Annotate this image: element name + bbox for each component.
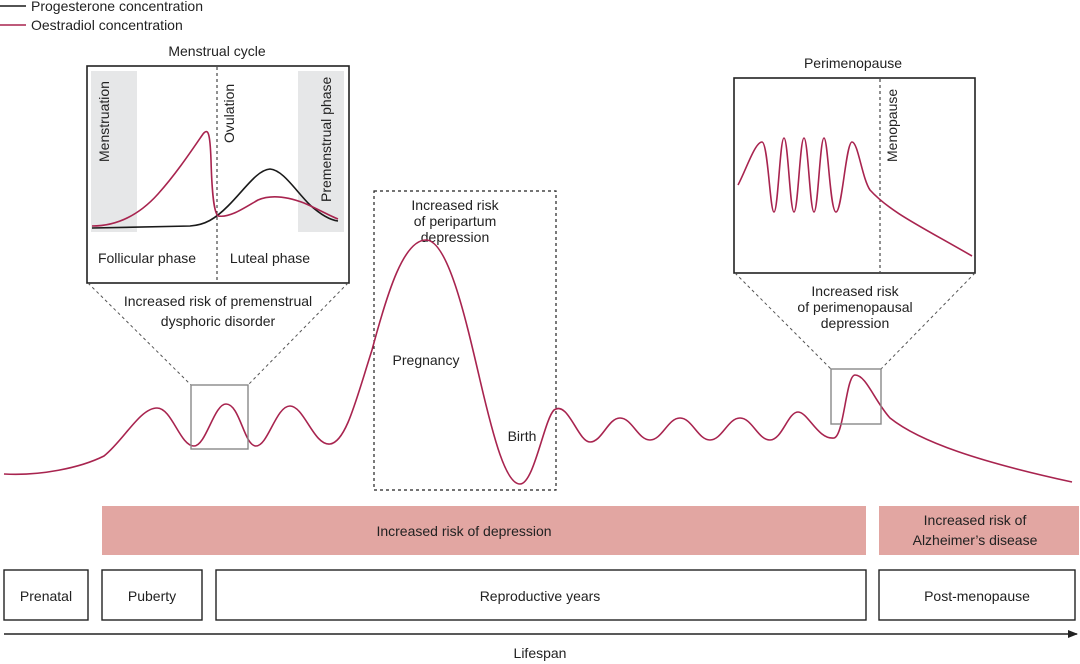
stage-puberty-label: Puberty (128, 588, 176, 604)
peripartum-risk-line2: of peripartum (414, 213, 496, 229)
menopause-label: Menopause (884, 89, 900, 162)
perimenopause-connector-right (880, 272, 976, 370)
depression-risk-band (102, 506, 866, 555)
stage-reproductive-box (215, 569, 867, 621)
cycle-connector-left (87, 282, 192, 386)
lifespan-axis-label: Lifespan (514, 645, 567, 661)
perimenopause-inset: Perimenopause Menopause (733, 55, 976, 274)
cycle-progesterone-curve (91, 168, 339, 229)
legend-oestradiol-label: Oestradiol concentration (31, 17, 183, 33)
premenstrual-phase-label: Premenstrual phase (318, 76, 334, 202)
menstruation-label: Menstruation (96, 81, 112, 162)
follicular-phase-label: Follicular phase (98, 250, 196, 266)
lifespan-oestradiol-curve (3, 239, 1073, 485)
perimenopause-oestradiol-curve (737, 137, 973, 257)
cycle-oestradiol-curve (91, 130, 339, 227)
alzheimers-risk-line1: Increased risk of (924, 512, 1027, 528)
stage-prenatal-label: Prenatal (20, 588, 72, 604)
menstruation-shade (91, 71, 137, 232)
stage-post-menopause-label: Post-menopause (924, 588, 1030, 604)
perimenopausal-risk-line3: depression (821, 315, 890, 331)
perimenopausal-risk-line2: of perimenopausal (797, 299, 912, 315)
birth-label: Birth (508, 428, 537, 444)
stage-reproductive-label: Reproductive years (480, 588, 601, 604)
perimenopause-title: Perimenopause (804, 55, 902, 71)
menstrual-cycle-frame (86, 65, 350, 284)
pmdd-risk-annotation: Increased risk of premenstrual dysphoric… (124, 293, 312, 329)
menstrual-cycle-title: Menstrual cycle (168, 43, 265, 59)
perimenopause-connector-left (734, 272, 832, 370)
menstrual-cycle-highlight (190, 384, 249, 450)
alzheimers-risk-band (879, 506, 1079, 555)
luteal-phase-label: Luteal phase (230, 250, 310, 266)
legend-progesterone-label: Progesterone concentration (31, 0, 203, 14)
depression-risk-label: Increased risk of depression (376, 523, 551, 539)
pmdd-risk-line2: dysphoric disorder (161, 313, 276, 329)
legend: Progesterone concentration Oestradiol co… (0, 0, 203, 33)
peripartum-risk-annotation: Increased risk of peripartum depression (411, 197, 499, 245)
stage-post-menopause-box (878, 569, 1076, 621)
pmdd-risk-line1: Increased risk of premenstrual (124, 293, 312, 309)
life-stages: Prenatal Puberty Reproductive years Post… (3, 569, 1076, 621)
perimenopause-highlight (830, 368, 882, 425)
pregnancy-label: Pregnancy (393, 352, 460, 368)
stage-prenatal-box (3, 569, 89, 621)
premenstrual-shade (298, 71, 344, 232)
perimenopause-frame (733, 77, 976, 274)
alzheimers-risk-line2: Alzheimer’s disease (913, 532, 1038, 548)
menstrual-cycle-inset: Menstrual cycle Menstruation Ovulation P… (86, 43, 350, 284)
peripartum-risk-line3: depression (421, 229, 490, 245)
perimenopausal-risk-line1: Increased risk (811, 283, 899, 299)
peripartum-risk-line1: Increased risk (411, 197, 499, 213)
stage-puberty-box (101, 569, 203, 621)
ovulation-label: Ovulation (221, 84, 237, 143)
perimenopausal-risk-annotation: Increased risk of perimenopausal depress… (797, 283, 912, 331)
